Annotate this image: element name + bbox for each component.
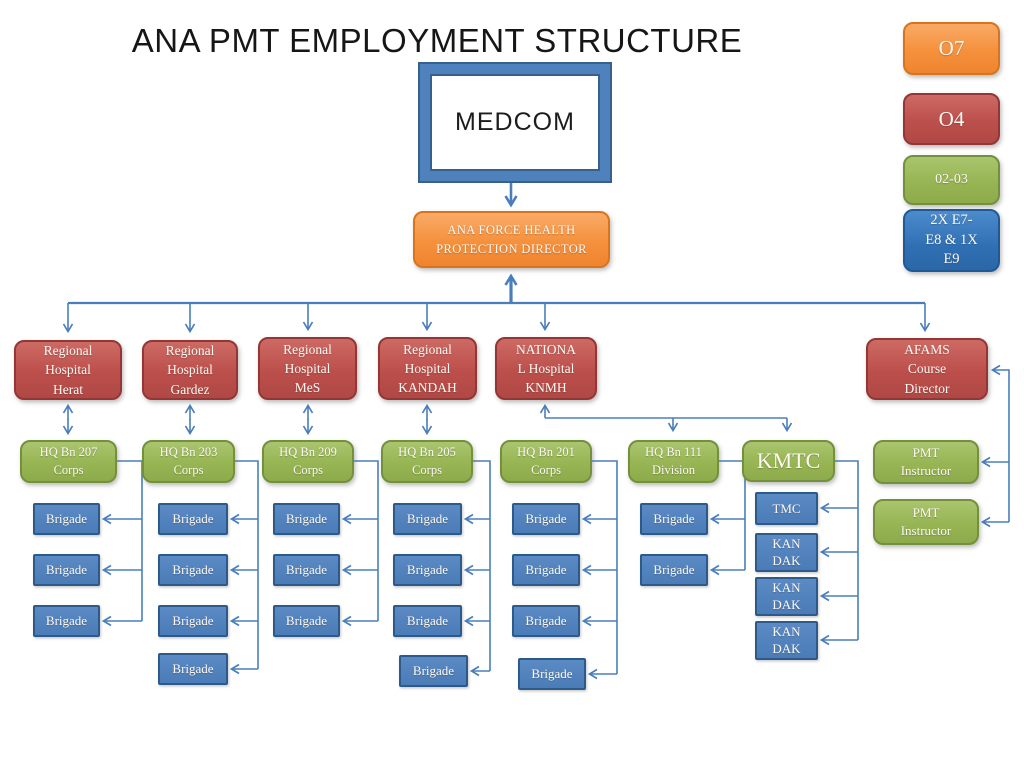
hq-bn-203: HQ Bn 203 Corps: [142, 440, 235, 483]
kandak: KAN DAK: [755, 621, 818, 660]
hospital-kandahar: Regional Hospital KANDAH: [378, 337, 477, 400]
brigade: Brigade: [158, 554, 228, 586]
brigade: Brigade: [158, 605, 228, 637]
brigade: Brigade: [393, 554, 462, 586]
pmt-instructor-1: PMT Instructor: [873, 440, 979, 484]
connectors: [62, 182, 1010, 680]
brigade: Brigade: [273, 554, 340, 586]
page-title: ANA PMT EMPLOYMENT STRUCTURE: [131, 22, 743, 59]
brigade: Brigade: [158, 503, 228, 535]
legend-item-o2-o3: 02-03: [903, 155, 1000, 205]
brigade: Brigade: [399, 655, 468, 687]
medcom-label: MEDCOM: [455, 108, 575, 136]
brigade: Brigade: [33, 503, 100, 535]
org-node-medcom: MEDCOM: [420, 64, 610, 181]
brigade: Brigade: [512, 554, 580, 586]
kmtc: KMTC: [742, 440, 835, 482]
brigade: Brigade: [518, 658, 586, 690]
legend-item-o7: O7: [903, 22, 1000, 75]
legend-item-enlisted: 2X E7- E8 & 1X E9: [903, 209, 1000, 272]
brigade: Brigade: [640, 554, 708, 586]
brigade: Brigade: [393, 605, 462, 637]
hq-bn-201: HQ Bn 201 Corps: [500, 440, 592, 483]
hospital-herat: Regional Hospital Herat: [14, 340, 122, 400]
brigade: Brigade: [273, 605, 340, 637]
brigade: Brigade: [33, 605, 100, 637]
brigade: Brigade: [512, 503, 580, 535]
brigade: Brigade: [273, 503, 340, 535]
hq-bn-111: HQ Bn 111 Division: [628, 440, 719, 483]
hq-bn-205: HQ Bn 205 Corps: [381, 440, 473, 483]
hospital-mes: Regional Hospital MeS: [258, 337, 357, 400]
kandak: KAN DAK: [755, 577, 818, 616]
brigade: Brigade: [393, 503, 462, 535]
org-node-director: ANA FORCE HEALTH PROTECTION DIRECTOR: [413, 211, 610, 268]
hospital-knmh: NATIONA L Hospital KNMH: [495, 337, 597, 400]
legend-item-o4: O4: [903, 93, 1000, 145]
hospital-gardez: Regional Hospital Gardez: [142, 340, 238, 400]
pmt-instructor-2: PMT Instructor: [873, 499, 979, 545]
hq-bn-207: HQ Bn 207 Corps: [20, 440, 117, 483]
kandak: KAN DAK: [755, 533, 818, 572]
hq-bn-209: HQ Bn 209 Corps: [262, 440, 354, 483]
brigade: Brigade: [158, 653, 228, 685]
brigade: Brigade: [33, 554, 100, 586]
afams-course-director: AFAMS Course Director: [866, 338, 988, 400]
brigade: Brigade: [512, 605, 580, 637]
brigade: Brigade: [640, 503, 708, 535]
tmc: TMC: [755, 492, 818, 525]
